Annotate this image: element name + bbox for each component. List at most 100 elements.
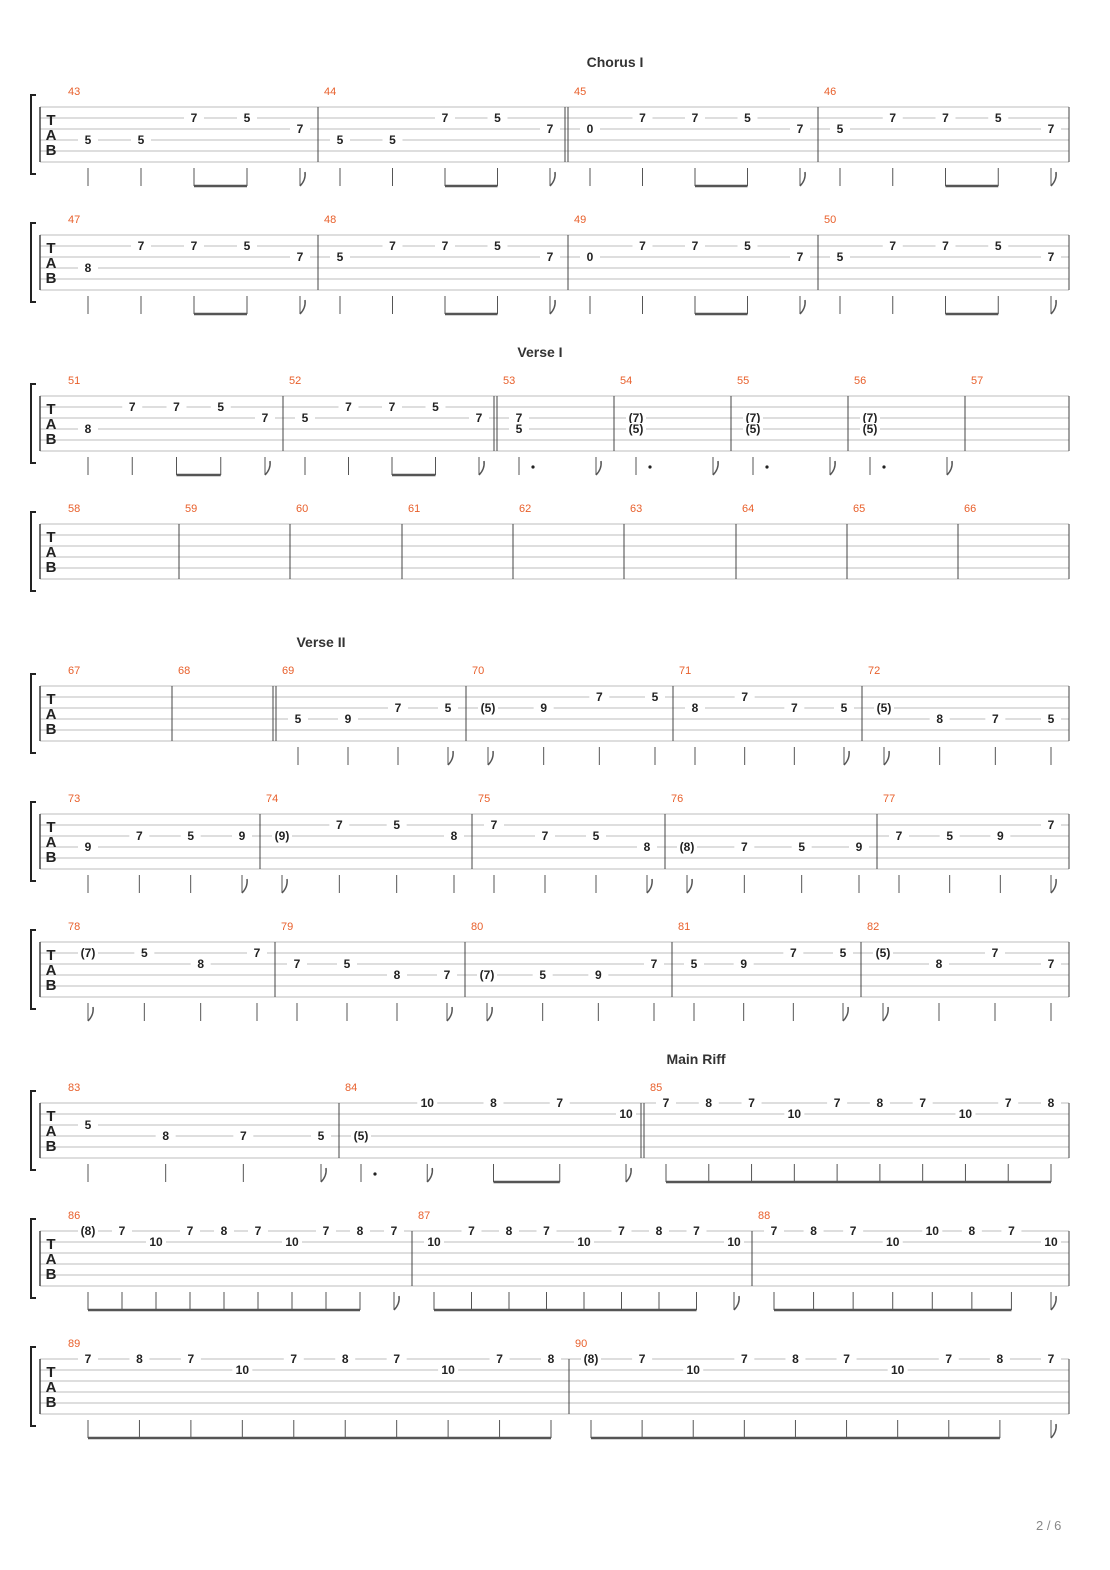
fret-number: 5 xyxy=(837,250,844,264)
tab-note: 7 xyxy=(283,1352,304,1438)
tab-note: 5 xyxy=(830,122,850,186)
measure-number: 60 xyxy=(296,503,308,515)
tab-note: 7 xyxy=(382,239,403,314)
note-knockout xyxy=(129,1353,150,1365)
note-knockout xyxy=(1041,1236,1061,1248)
section-title: Main Riff xyxy=(666,1051,725,1067)
note-knockout xyxy=(180,1353,201,1365)
measure-number: 72 xyxy=(868,665,880,677)
fret-number: 5 xyxy=(652,690,659,704)
fret-number: 5 xyxy=(337,250,344,264)
fret-number: (7) xyxy=(480,968,495,982)
fret-number: 9 xyxy=(740,957,747,971)
note-knockout xyxy=(282,1236,302,1248)
measure-number: 86 xyxy=(68,1210,80,1222)
fret-number: 8 xyxy=(1048,1096,1055,1110)
fret-number: 10 xyxy=(149,1235,163,1249)
fret-number: 5 xyxy=(494,111,501,125)
fret-number: 7 xyxy=(188,1352,195,1366)
measure-number: 43 xyxy=(68,86,80,98)
note-knockout xyxy=(830,251,850,263)
fret-number: 7 xyxy=(297,250,304,264)
fret-number: 7 xyxy=(444,968,451,982)
note-knockout xyxy=(843,1225,864,1237)
tab-note: 8 xyxy=(649,1224,669,1310)
fret-number: (5) xyxy=(481,701,496,715)
tab-note: 7 xyxy=(734,840,755,893)
note-knockout xyxy=(938,1353,959,1365)
fret-number: 8 xyxy=(506,1224,513,1238)
note-knockout xyxy=(586,830,606,842)
note-knockout xyxy=(1041,123,1061,135)
note-knockout xyxy=(78,947,98,959)
fret-number: 7 xyxy=(543,1224,550,1238)
tab-clef-letter: T xyxy=(46,1108,55,1125)
tab-note: 10 xyxy=(417,1096,438,1183)
fret-number: 7 xyxy=(323,1224,330,1238)
fret-number: 5 xyxy=(593,829,600,843)
rhythm-dot xyxy=(882,465,886,469)
fret-number: 7 xyxy=(297,122,304,136)
note-knockout xyxy=(734,1353,755,1365)
fret-number: 8 xyxy=(644,840,651,854)
measure-number: 57 xyxy=(971,375,983,387)
tab-clef-letter: A xyxy=(46,834,57,851)
tab-note: 7 xyxy=(540,122,560,187)
tab-note: 5 xyxy=(586,829,606,893)
note-flag xyxy=(1050,299,1057,315)
fret-number: 7 xyxy=(294,957,301,971)
note-flag xyxy=(447,750,454,766)
fret-number: 10 xyxy=(727,1235,741,1249)
tab-note: 75 xyxy=(509,411,535,475)
fret-number: 7 xyxy=(491,818,498,832)
tab-note: 8 xyxy=(685,701,705,765)
tab-note: 5 xyxy=(311,1129,331,1183)
tab-note: 7 xyxy=(287,957,307,1021)
fret-number: 7 xyxy=(1048,957,1055,971)
fret-number: 7 xyxy=(639,1352,646,1366)
tab-note: 7 xyxy=(180,1352,201,1438)
tab-note: 7 xyxy=(484,818,504,893)
fret-number: 5 xyxy=(85,133,92,147)
note-knockout xyxy=(444,830,464,842)
tab-note: 7 xyxy=(338,400,359,475)
tab-note: 9 xyxy=(588,968,609,1021)
tab-note: 7 xyxy=(78,1352,98,1438)
tab-clef-letter: A xyxy=(46,544,57,561)
note-knockout xyxy=(338,401,359,413)
note-knockout xyxy=(388,702,408,714)
system-bracket xyxy=(30,673,36,754)
fret-number: 5 xyxy=(432,400,439,414)
fret-number: (5) xyxy=(877,701,892,715)
fret-number: 5 xyxy=(445,701,452,715)
note-knockout xyxy=(741,1097,762,1109)
note-knockout xyxy=(784,1108,805,1120)
fret-number: 5 xyxy=(995,239,1002,253)
note-knockout xyxy=(626,412,646,424)
measure-number: 63 xyxy=(630,503,642,515)
measure-number: 66 xyxy=(964,503,976,515)
note-knockout xyxy=(248,1225,268,1237)
note-knockout xyxy=(656,1097,676,1109)
tab-note: (9) xyxy=(272,829,292,894)
measure-number: 56 xyxy=(854,375,866,387)
note-knockout xyxy=(184,240,204,252)
note-knockout xyxy=(955,1108,976,1120)
fret-number: 5 xyxy=(744,111,751,125)
note-flag xyxy=(320,1167,327,1183)
tab-clef-letter: B xyxy=(46,1394,57,1411)
note-knockout xyxy=(214,1225,234,1237)
fret-number: 8 xyxy=(705,1096,712,1110)
tab-note: 8 xyxy=(929,957,949,1021)
tab-note: (5) xyxy=(351,1129,377,1182)
note-knockout xyxy=(295,412,315,424)
note-knockout xyxy=(210,401,231,413)
tab-note: 7 xyxy=(166,400,187,475)
note-knockout xyxy=(180,1225,200,1237)
measure-number: 70 xyxy=(472,665,484,677)
measure-number: 67 xyxy=(68,665,80,677)
